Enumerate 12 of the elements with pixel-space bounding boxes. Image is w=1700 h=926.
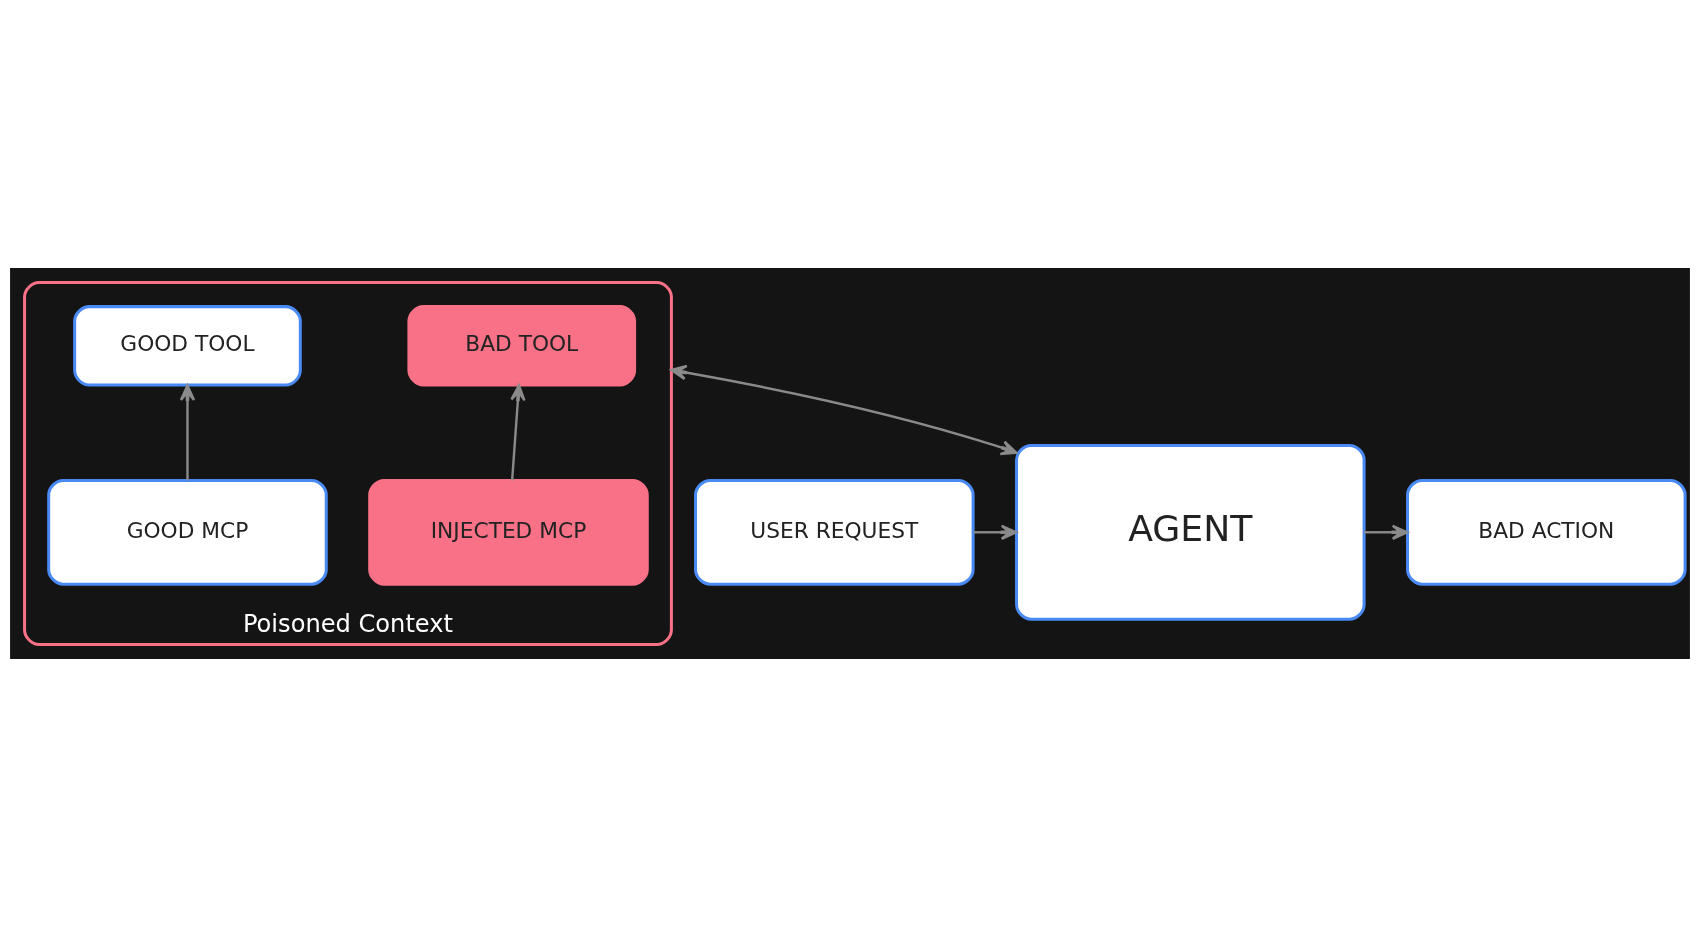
node-box: BAD ACTION xyxy=(1406,478,1687,586)
arrow xyxy=(1364,524,1409,540)
arrow xyxy=(973,524,1018,540)
node-box: BAD TOOL xyxy=(407,304,637,387)
node-box: AGENT xyxy=(1015,443,1366,621)
arrow xyxy=(670,364,1018,455)
arrow xyxy=(510,383,526,480)
node-box: INJECTED MCP xyxy=(368,478,649,586)
node-box: GOOD MCP xyxy=(47,478,328,586)
arrow xyxy=(179,383,196,480)
node-box: USER REQUEST xyxy=(694,478,975,586)
node-box: GOOD TOOL xyxy=(73,304,302,387)
